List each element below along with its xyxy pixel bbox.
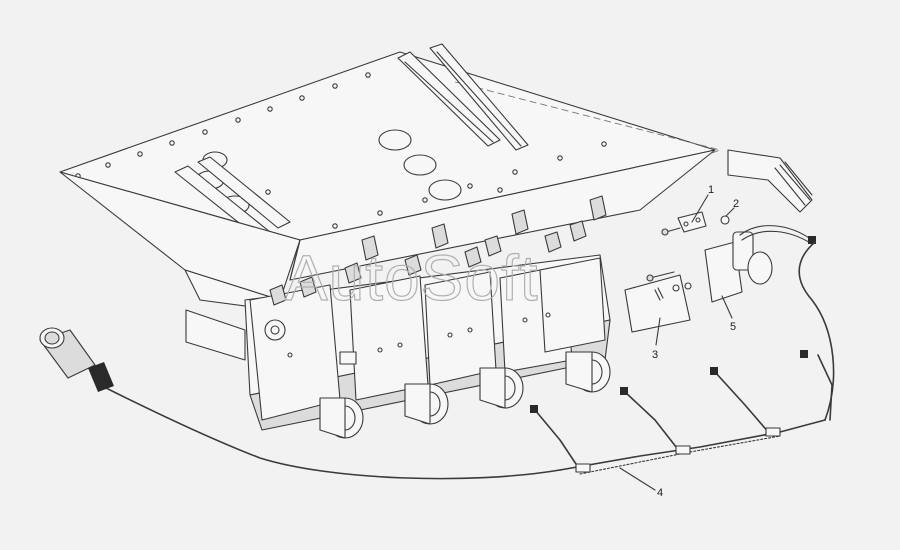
callout-5: 5 bbox=[730, 321, 736, 333]
harness-plug bbox=[39, 327, 114, 392]
part-2-nut bbox=[720, 215, 730, 225]
callout-2: 2 bbox=[733, 198, 739, 210]
part-5-sensor bbox=[704, 225, 816, 303]
mounting-tabs bbox=[269, 195, 607, 306]
metering-unit-5 bbox=[539, 257, 606, 353]
watermark: AutoSoft bbox=[285, 242, 539, 314]
callout-4: 4 bbox=[657, 487, 663, 499]
top-plate bbox=[59, 43, 722, 241]
metering-units bbox=[244, 195, 611, 431]
leader-lines bbox=[619, 194, 735, 491]
side-bracket bbox=[727, 149, 813, 213]
mount-plate bbox=[185, 309, 246, 361]
seed-outlets bbox=[319, 351, 611, 439]
callout-1: 1 bbox=[708, 184, 714, 196]
part-3-plate bbox=[624, 271, 692, 333]
part-1-bolt-bracket bbox=[661, 211, 707, 236]
callout-3: 3 bbox=[652, 349, 658, 361]
part-4-harness bbox=[39, 241, 835, 480]
